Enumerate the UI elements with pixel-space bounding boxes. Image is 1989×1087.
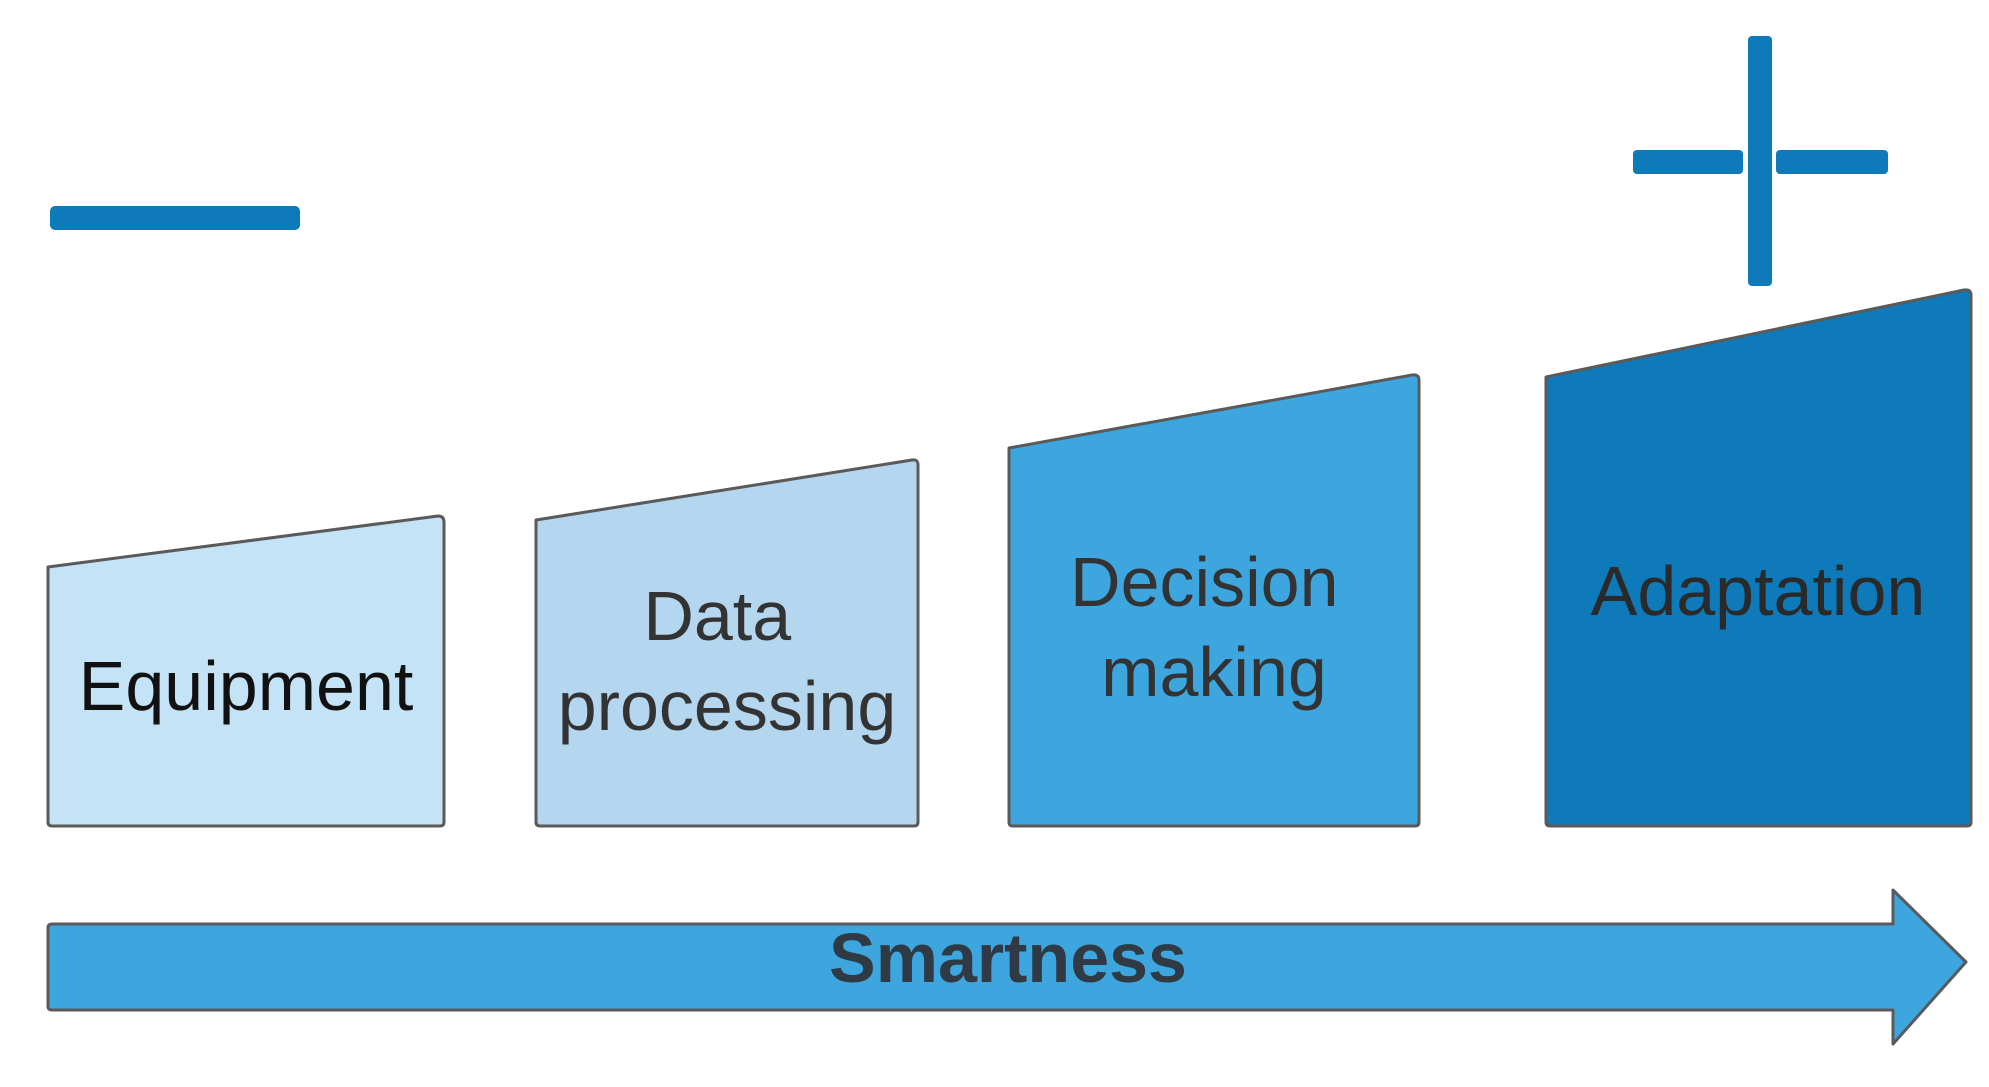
stage-label-line: Adaptation [1591, 552, 1926, 630]
stage-box-data-processing: Data processing [534, 458, 920, 828]
stage-label-line: making [1101, 633, 1327, 711]
stage-label-line: Decision [1070, 543, 1338, 621]
stage-label-line: Equipment [79, 647, 414, 725]
smartness-arrow: Smartness [46, 888, 1968, 1046]
stage-box-adaptation: Adaptation [1544, 288, 1973, 828]
stage-box-equipment: Equipment [46, 514, 446, 828]
stage-label-decision-making: Decision making [1070, 543, 1358, 711]
stage-label-line: Data [643, 577, 791, 655]
stage-box-decision-making: Decision making [1007, 373, 1421, 828]
plus-icon [1633, 36, 1888, 286]
minus-icon [50, 206, 300, 230]
stage-label-data-processing: Data processing [558, 577, 897, 745]
stage-label-equipment: Equipment [79, 647, 414, 725]
smartness-label: Smartness [829, 919, 1187, 997]
stage-label-line: processing [558, 667, 897, 745]
stage-label-adaptation: Adaptation [1591, 552, 1926, 630]
